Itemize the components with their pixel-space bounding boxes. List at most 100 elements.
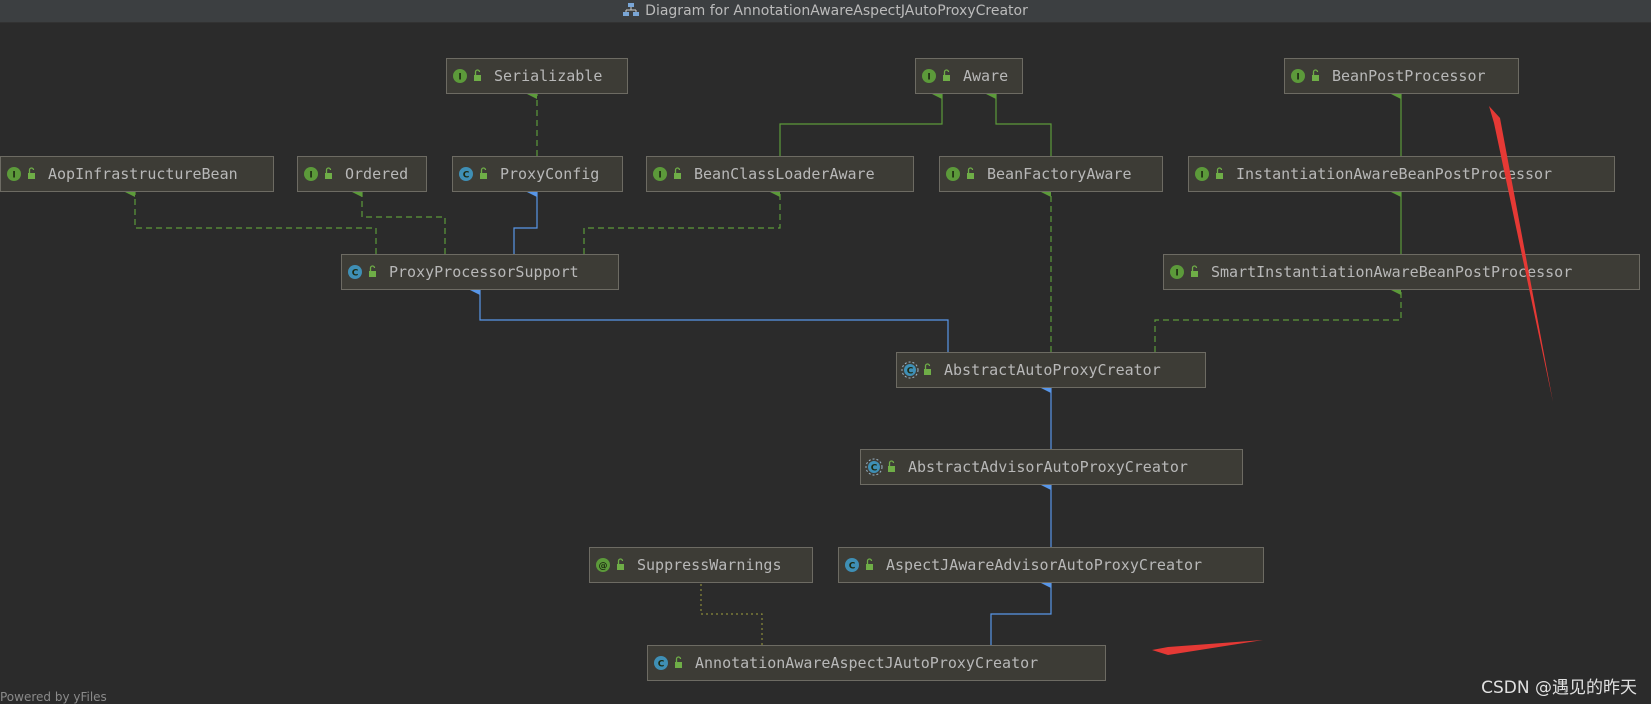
- edge-extends-interface-beanfactoryaware-to-aware: [986, 89, 1052, 156]
- svg-text:C: C: [849, 562, 856, 572]
- public-visibility-icon: [1191, 265, 1198, 277]
- edge-realization-proxyprocessorsupport-to-beanclassloaderaware: [583, 187, 781, 254]
- svg-text:I: I: [927, 73, 930, 83]
- node-box: [589, 547, 813, 583]
- public-visibility-icon: [1312, 69, 1319, 81]
- edge-realization-abstractautoproxycreator-to-smartinstantiationawarebeanpostprocessor: [1154, 285, 1402, 352]
- node-label: BeanPostProcessor: [1332, 67, 1486, 85]
- public-visibility-icon: [28, 167, 35, 179]
- node-beanclassloaderaware[interactable]: I BeanClassLoaderAware: [646, 156, 914, 192]
- csdn-watermark: CSDN @遇见的昨天: [1481, 678, 1637, 698]
- public-visibility-icon: [674, 167, 681, 179]
- svg-text:I: I: [658, 171, 661, 181]
- svg-text:I: I: [12, 171, 15, 181]
- edge-extends-interface-beanclassloaderaware-to-aware: [779, 89, 943, 156]
- edge-realization-proxyprocessorsupport-to-aopinfrastructurebean: [125, 187, 377, 254]
- window-title: Diagram for AnnotationAwareAspectJAutoPr…: [645, 3, 1028, 19]
- public-visibility-icon: [866, 558, 873, 570]
- svg-text:C: C: [907, 367, 914, 377]
- interface-type-icon: I: [1195, 167, 1209, 181]
- class-type-icon: C: [845, 558, 859, 572]
- node-beanpostprocessor[interactable]: I BeanPostProcessor: [1284, 58, 1519, 94]
- node-label: ProxyProcessorSupport: [389, 263, 579, 281]
- node-box: [896, 352, 1206, 388]
- node-box: [1284, 58, 1519, 94]
- svg-text:I: I: [458, 73, 461, 83]
- node-label: BeanClassLoaderAware: [694, 165, 875, 183]
- edges-layer: [125, 89, 1402, 645]
- edge-inheritance-annotationawareaspectjautoproxycreator-to-aspectjawareadvisorautoproxycreator: [990, 578, 1052, 645]
- node-beanfactoryaware[interactable]: I BeanFactoryAware: [939, 156, 1163, 192]
- svg-text:C: C: [352, 269, 359, 279]
- public-visibility-icon: [675, 656, 682, 668]
- node-abstractautoproxycreator[interactable]: C AbstractAutoProxyCreator: [896, 352, 1206, 388]
- node-box: [646, 156, 914, 192]
- node-aware[interactable]: I Aware: [915, 58, 1023, 94]
- public-visibility-icon: [474, 69, 481, 81]
- node-box: [647, 645, 1106, 681]
- window-title-bar: Diagram for AnnotationAwareAspectJAutoPr…: [0, 0, 1651, 23]
- svg-text:@: @: [599, 562, 608, 572]
- svg-text:I: I: [309, 171, 312, 181]
- svg-text:C: C: [463, 171, 470, 181]
- node-label: AnnotationAwareAspectJAutoProxyCreator: [695, 654, 1038, 672]
- class-type-icon: C: [348, 265, 362, 279]
- class-type-icon: C: [459, 167, 473, 181]
- public-visibility-icon: [369, 265, 376, 277]
- node-label: BeanFactoryAware: [987, 165, 1132, 183]
- node-smartinstantiationawarebeanpostprocessor[interactable]: I SmartInstantiationAwareBeanPostProcesso…: [1163, 254, 1640, 290]
- node-box: [860, 449, 1243, 485]
- node-box: [0, 156, 274, 192]
- node-proxyprocessorsupport[interactable]: C ProxyProcessorSupport: [341, 254, 619, 290]
- class-type-icon: C: [654, 656, 668, 670]
- annotation-type-icon: @: [596, 558, 610, 572]
- node-box: [1163, 254, 1640, 290]
- node-label: Aware: [963, 67, 1008, 85]
- node-aspectjawareadvisorautoproxycreator[interactable]: C AspectJAwareAdvisorAutoProxyCreator: [838, 547, 1264, 583]
- node-box: [838, 547, 1264, 583]
- svg-text:I: I: [1200, 171, 1203, 181]
- node-label: Ordered: [345, 165, 408, 183]
- node-ordered[interactable]: I Ordered: [297, 156, 427, 192]
- svg-text:I: I: [951, 171, 954, 181]
- interface-type-icon: I: [1291, 69, 1305, 83]
- public-visibility-icon: [888, 460, 895, 472]
- interface-type-icon: I: [453, 69, 467, 83]
- node-suppresswarnings[interactable]: @SuppressWarnings: [589, 547, 813, 583]
- node-aopinfrastructurebean[interactable]: I AopInfrastructureBean: [0, 156, 274, 192]
- public-visibility-icon: [325, 167, 332, 179]
- node-label: AopInfrastructureBean: [48, 165, 238, 183]
- node-annotationawareaspectjautoproxycreator[interactable]: C AnnotationAwareAspectJAutoProxyCreator: [647, 645, 1106, 681]
- public-visibility-icon: [480, 167, 487, 179]
- edge-inheritance-abstractautoproxycreator-to-proxyprocessorsupport: [470, 285, 949, 352]
- public-visibility-icon: [617, 558, 624, 570]
- interface-type-icon: I: [1170, 265, 1184, 279]
- edge-inheritance-proxyprocessorsupport-to-proxyconfig: [513, 187, 538, 254]
- interface-type-icon: I: [653, 167, 667, 181]
- interface-type-icon: I: [922, 69, 936, 83]
- abstract-type-icon: C: [865, 458, 883, 476]
- node-instantiationawarebeanpostprocessor[interactable]: I InstantiationAwareBeanPostProcessor: [1188, 156, 1615, 192]
- public-visibility-icon: [967, 167, 974, 179]
- node-box: [341, 254, 619, 290]
- highlight-arrows: [1152, 106, 1553, 655]
- node-proxyconfig[interactable]: C ProxyConfig: [452, 156, 623, 192]
- node-box: [939, 156, 1163, 192]
- node-label: ProxyConfig: [500, 165, 599, 183]
- public-visibility-icon: [1216, 167, 1223, 179]
- interface-type-icon: I: [304, 167, 318, 181]
- node-label: AbstractAutoProxyCreator: [944, 361, 1161, 379]
- node-label: SmartInstantiationAwareBeanPostProcessor: [1211, 263, 1572, 281]
- node-box: [1188, 156, 1615, 192]
- node-label: InstantiationAwareBeanPostProcessor: [1236, 165, 1552, 183]
- public-visibility-icon: [943, 69, 950, 81]
- node-label: AspectJAwareAdvisorAutoProxyCreator: [886, 556, 1202, 574]
- edge-annotation-annotationawareaspectjautoproxycreator-to-suppresswarnings: [700, 583, 763, 645]
- interface-type-icon: I: [946, 167, 960, 181]
- svg-text:C: C: [658, 660, 665, 670]
- svg-text:I: I: [1296, 73, 1299, 83]
